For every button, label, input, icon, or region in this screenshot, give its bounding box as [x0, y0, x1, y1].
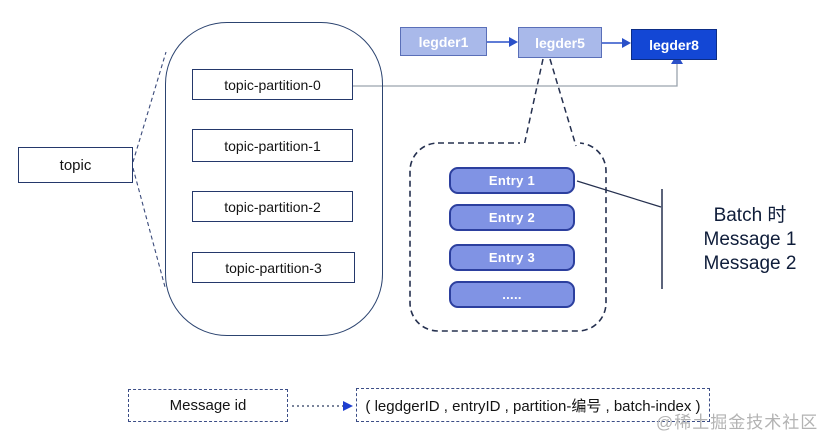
partition-box-3: topic-partition-3 — [192, 252, 355, 283]
message-tuple-label: ( legdgerID , entryID , partition-编号 , b… — [365, 397, 701, 415]
ledger-label: legder8 — [649, 36, 699, 53]
ledger-label: legder1 — [418, 33, 469, 50]
ledger5-to-ledger8-arrowhead — [622, 38, 631, 48]
entry-label: Entry 1 — [488, 173, 536, 188]
watermark-label: @稀土掘金技术社区 — [656, 412, 819, 432]
ledger-box-5: legder5 — [518, 27, 602, 58]
entry-box-1: Entry 1 — [449, 167, 575, 194]
batch-annotation-line: Message 2 — [703, 253, 797, 274]
ledger5-funnel-left — [523, 58, 544, 147]
topic-partitions-container — [165, 22, 383, 336]
topic-fan-line-top — [132, 51, 167, 163]
batch-annotation: Batch 时 Message 1 Message 2 — [688, 202, 812, 278]
entry1-to-bracket-line — [576, 180, 662, 208]
messageid-to-tuple-arrowhead — [343, 401, 353, 411]
partition-label: topic-partition-3 — [225, 259, 322, 276]
topic-label: topic — [59, 156, 92, 174]
partition-box-1: topic-partition-1 — [192, 129, 353, 162]
message-tuple-box: ( legdgerID , entryID , partition-编号 , b… — [356, 388, 710, 422]
batch-annotation-line: Batch 时 — [713, 205, 787, 226]
message-id-box: Message id — [128, 389, 288, 422]
ledger5-funnel-right — [549, 58, 577, 147]
ledger-box-8: legder8 — [631, 29, 717, 60]
entry-label: ..... — [502, 287, 522, 302]
partition-label: topic-partition-2 — [224, 198, 321, 215]
ledger-label: legder5 — [535, 34, 585, 51]
entry-box-2: Entry 2 — [449, 204, 575, 231]
ledger-box-1: legder1 — [400, 27, 487, 56]
watermark-text: @稀土掘金技术社区 — [656, 409, 819, 432]
ledger1-to-ledger5-arrowhead — [509, 37, 518, 47]
entry-label: Entry 3 — [488, 250, 536, 265]
batch-annotation-line: Message 1 — [703, 229, 797, 250]
partition-box-0: topic-partition-0 — [192, 69, 353, 100]
entries-container-gap-mask — [520, 136, 580, 149]
partition-box-2: topic-partition-2 — [192, 191, 353, 222]
topic-box: topic — [18, 147, 133, 183]
partition-label: topic-partition-0 — [224, 76, 321, 93]
entry-box-dots: ..... — [449, 281, 575, 308]
entry-box-3: Entry 3 — [449, 244, 575, 271]
entry-label: Entry 2 — [488, 210, 536, 225]
message-id-label: Message id — [169, 397, 247, 414]
partition-label: topic-partition-1 — [224, 137, 321, 154]
partition0-to-ledger8-line — [353, 62, 678, 87]
topic-fan-line-bottom — [132, 167, 166, 288]
